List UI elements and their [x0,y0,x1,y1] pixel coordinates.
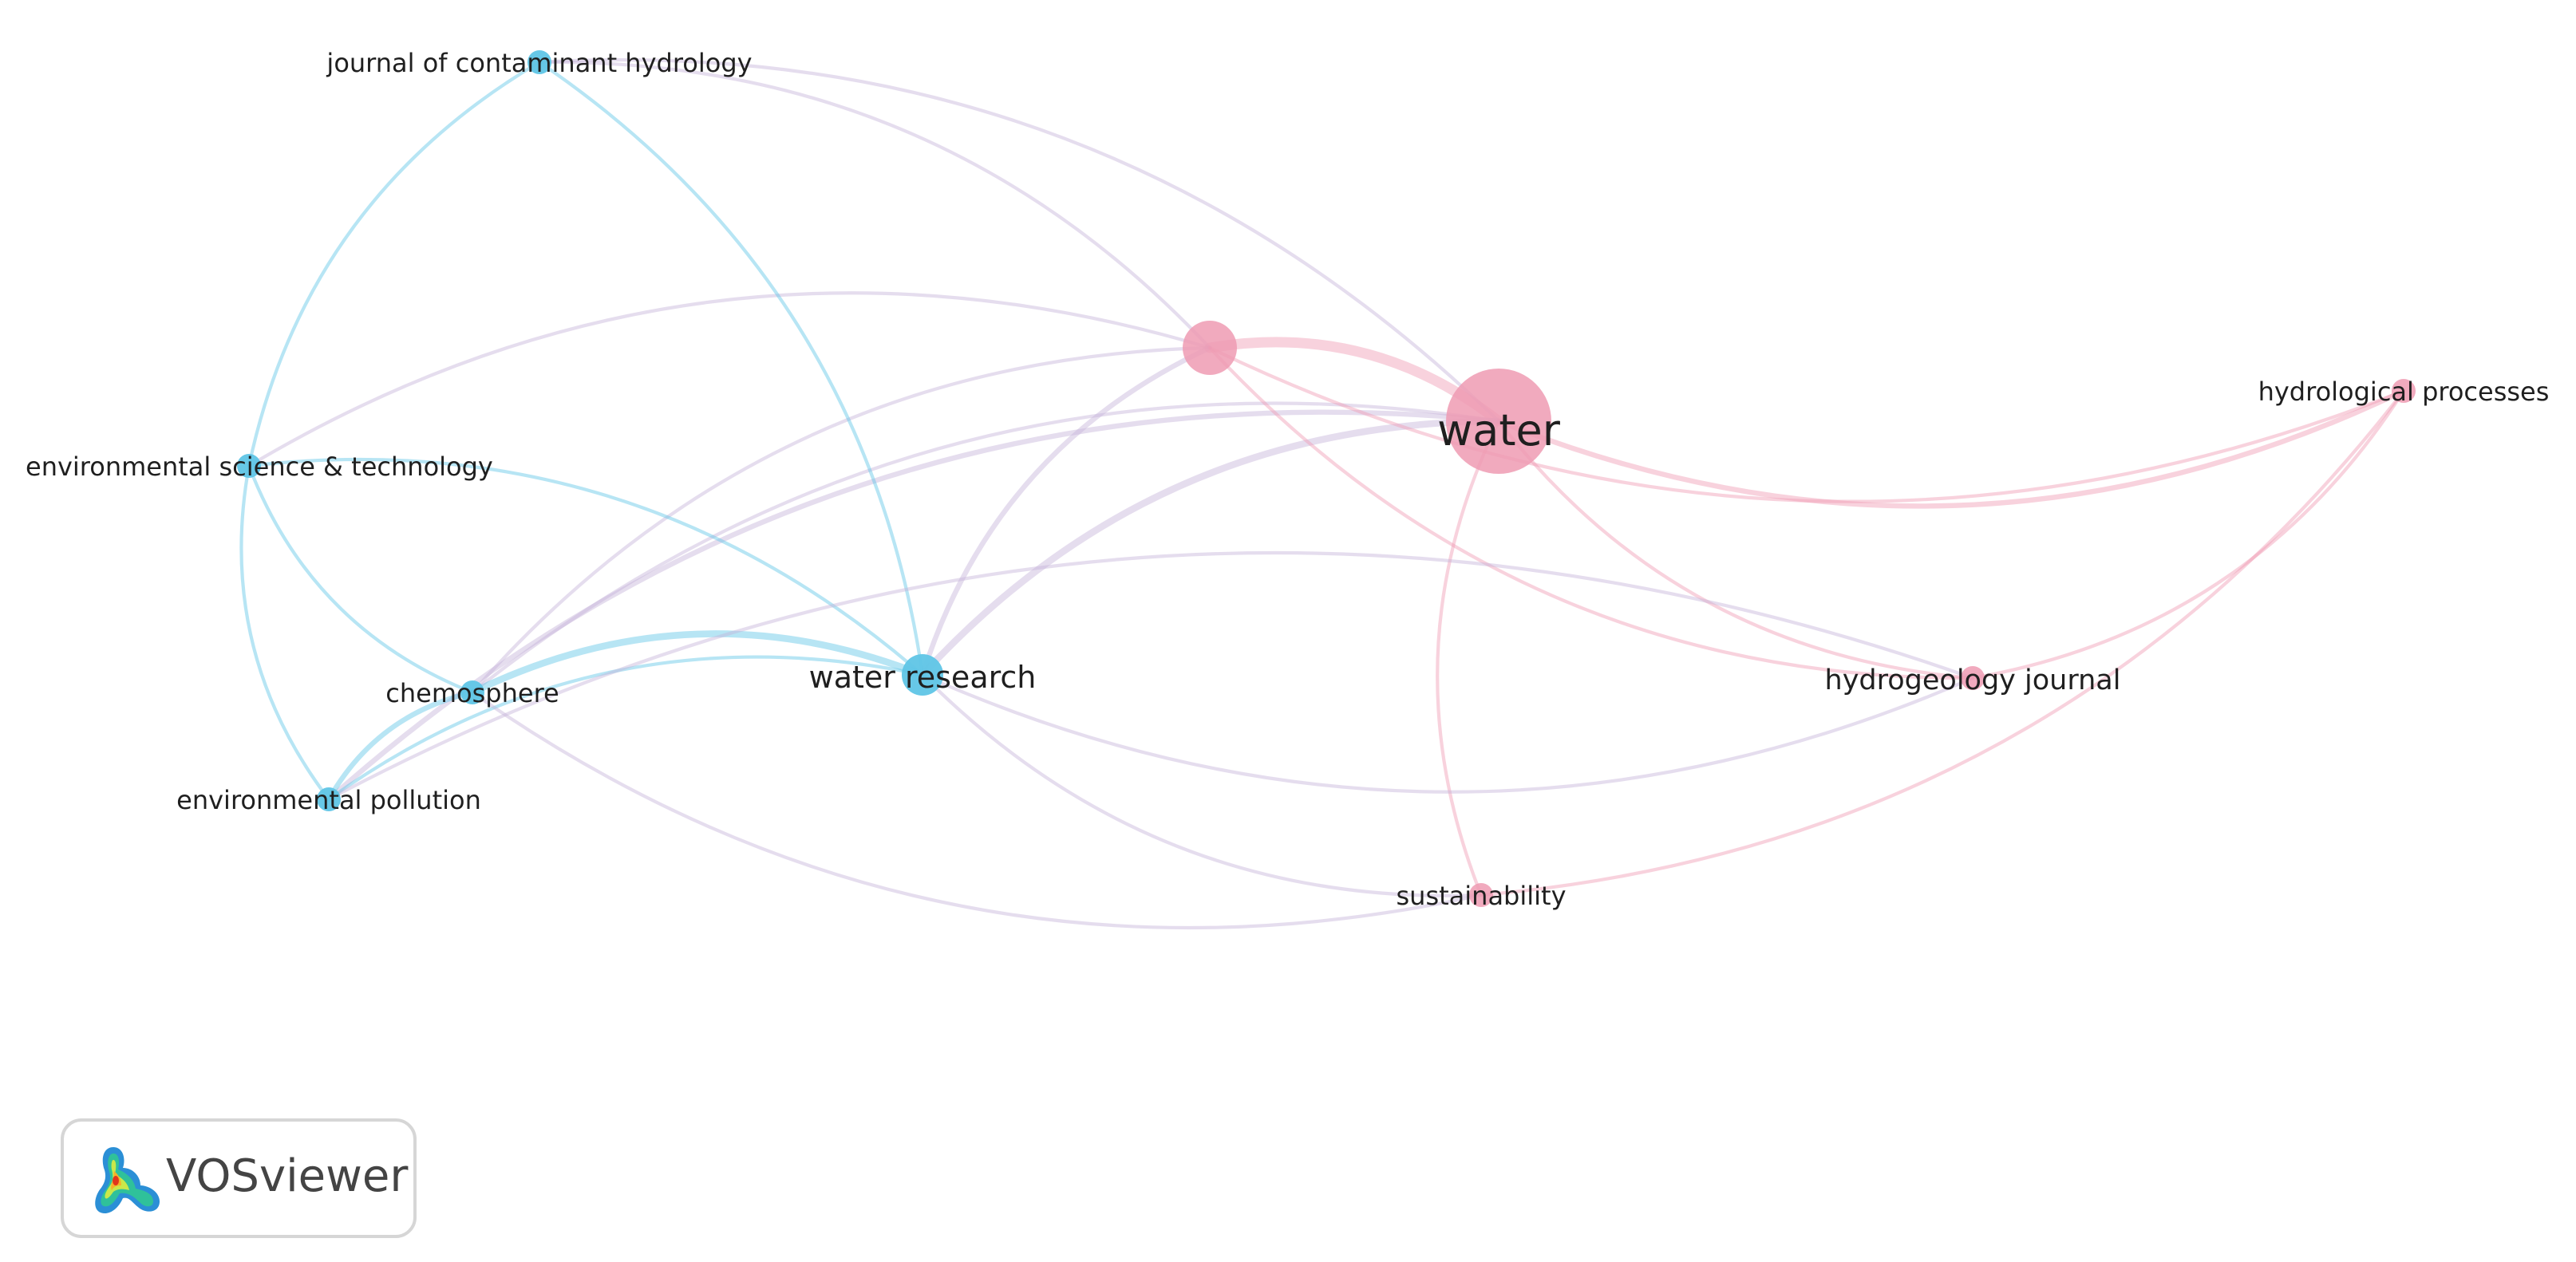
label-environmental-pollution[interactable]: environmental pollution [176,785,481,815]
link-water-research-environmental-pollution [326,655,925,802]
link-chemosphere-environmental-pollution [326,689,476,803]
label-water-research[interactable]: water research [809,660,1037,695]
node-environmental-science-technology[interactable] [237,454,261,478]
link-water-research-journal-of-contaminant-hydrology [537,60,925,677]
link-water-research-sustainability [920,672,1484,897]
vosviewer-logo-icon [95,1147,160,1214]
link-hydrogeology-journal-hydrological-processes [1970,388,2406,680]
link-water-journal-of-contaminant-hydrology [537,57,1501,424]
link-sustainability-hydrological-processes [1479,388,2406,897]
node-unlabeled[interactable] [1183,321,1237,375]
link-environmental-science-technology-environmental-pollution [239,463,331,802]
link-water-research-hydrogeology-journal [920,672,1975,794]
node-environmental-pollution[interactable] [317,787,341,811]
link-water-water-research [919,417,1503,679]
node-hydrological-processes[interactable] [2392,379,2416,403]
link-unlabeled-water-research [919,345,1213,678]
link-water-hydrogeology-journal [1496,419,1975,680]
node-hydrogeology-journal[interactable] [1961,666,1985,690]
link-water-research-environmental-science-technology [247,457,925,677]
link-unlabeled-chemosphere [470,345,1212,695]
link-unlabeled-hydrogeology-journal [1207,345,1975,680]
link-environmental-science-technology-chemosphere [247,463,475,695]
node-water-research[interactable] [902,654,943,696]
label-sustainability[interactable]: sustainability [1396,881,1566,911]
link-unlabeled-journal-of-contaminant-hydrology [537,60,1212,350]
label-environmental-science-technology[interactable]: environmental science & technology [26,452,493,482]
label-hydrological-processes[interactable]: hydrological processes [2258,377,2550,407]
link-water-research-chemosphere [468,630,926,696]
links-layer [239,57,2407,930]
vosviewer-brand-box: VOSviewer [61,1118,417,1238]
link-chemosphere-sustainability [470,690,1484,930]
link-unlabeled-hydrological-processes [1207,345,2406,503]
labels-layer: water water research journal of contaminan… [26,48,2549,911]
label-chemosphere[interactable]: chemosphere [385,678,559,708]
label-journal-of-contaminant-hydrology[interactable]: journal of contaminant hydrology [326,48,752,78]
nodes-layer [237,50,2416,907]
link-water-chemosphere [470,401,1501,695]
vosviewer-brand-text: VOSviewer [166,1150,409,1202]
node-sustainability[interactable] [1469,883,1493,907]
label-water[interactable]: water [1437,405,1561,456]
link-journal-of-contaminant-hydrology-environmental-science-technology [247,60,542,468]
node-water[interactable] [1446,369,1551,474]
link-water-hydrological-processes [1495,388,2407,509]
label-hydrogeology-journal[interactable]: hydrogeology journal [1825,665,2121,696]
node-chemosphere[interactable] [460,680,484,704]
link-water-sustainability [1436,419,1501,897]
link-hydrogeology-journal-environmental-pollution [326,551,1975,802]
node-journal-of-contaminant-hydrology[interactable] [527,50,551,74]
link-water-environmental-pollution [326,409,1502,803]
link-unlabeled-environmental-science-technology [247,291,1212,468]
